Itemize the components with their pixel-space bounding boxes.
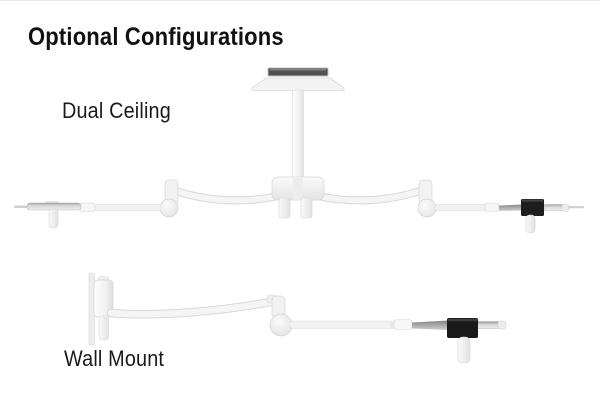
left-elbow-joint — [159, 179, 179, 218]
wall-forearm — [289, 319, 448, 330]
wall-spring-arm — [106, 297, 276, 319]
left-light-head — [14, 201, 82, 229]
left-extension-arm — [79, 202, 162, 212]
config-label-dual-ceiling: Dual Ceiling — [62, 98, 171, 123]
right-camera-head — [521, 199, 584, 234]
wall-camera-head — [447, 318, 507, 364]
central-hub — [271, 176, 325, 219]
wall-bracket — [88, 272, 114, 346]
right-extension-arm — [434, 202, 522, 212]
wall-mount-fixture-illustration — [88, 272, 507, 364]
wall-elbow-joint — [266, 294, 293, 337]
page-title: Optional Configurations — [28, 23, 284, 51]
dual-ceiling-fixture-illustration — [14, 67, 584, 234]
config-label-wall-mount: Wall Mount — [64, 346, 165, 371]
right-spring-arm — [314, 186, 427, 205]
ceiling-down-pole — [292, 89, 304, 181]
ceiling-mount-plate — [251, 67, 345, 91]
left-spring-arm — [169, 186, 282, 205]
right-elbow-joint — [417, 179, 437, 218]
